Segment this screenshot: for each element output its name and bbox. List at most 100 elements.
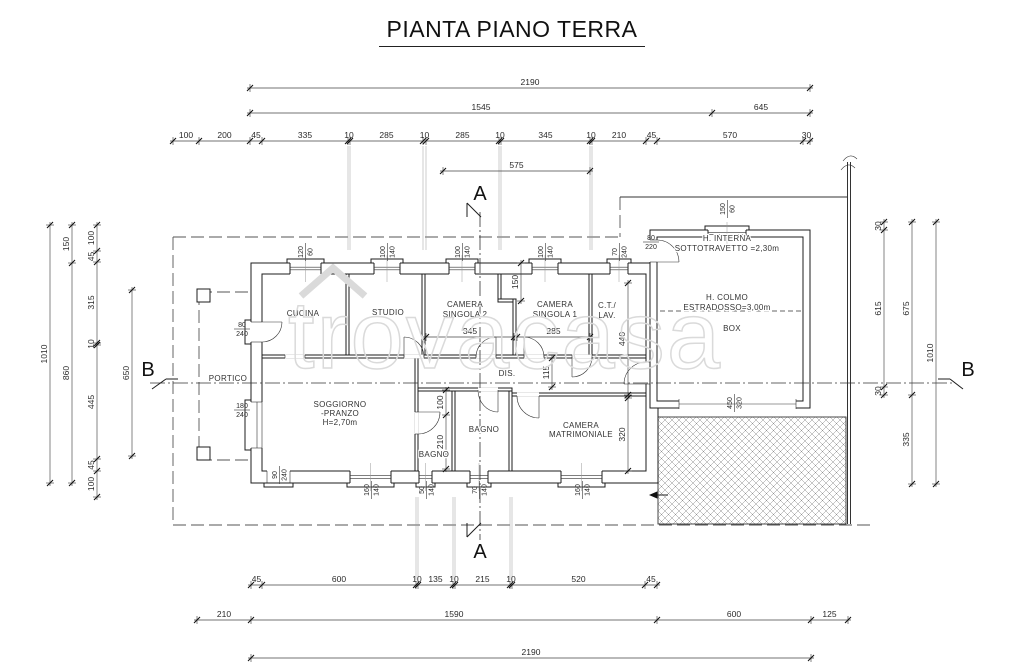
dim-label: 1010 bbox=[925, 343, 935, 362]
label: 240 bbox=[236, 412, 248, 419]
dim-chain-left-outer: 1010 bbox=[39, 221, 54, 487]
dim-label: 100 bbox=[86, 477, 96, 491]
dim-label: 135 bbox=[428, 574, 442, 584]
label: 140 bbox=[465, 246, 472, 258]
label: 240 bbox=[236, 331, 248, 338]
label: 70 bbox=[612, 248, 619, 256]
dim-label: 45 bbox=[86, 252, 96, 262]
dim-label: 2190 bbox=[521, 77, 540, 87]
room-label-studio: STUDIO bbox=[372, 308, 404, 317]
dim-label: 45 bbox=[646, 574, 656, 584]
dim-label: 345 bbox=[538, 130, 552, 140]
dim-label: 10 bbox=[449, 574, 459, 584]
room-label-box: BOX bbox=[723, 324, 741, 333]
dim-int-320: 320 bbox=[617, 394, 632, 475]
portico-outline bbox=[196, 288, 251, 461]
label: 140 bbox=[374, 484, 381, 496]
dim-label: 210 bbox=[217, 609, 231, 619]
room-label-camera-singola-2: SINGOLA 2 bbox=[443, 310, 488, 319]
room-label-ct-lav: LAV. bbox=[598, 311, 615, 320]
dim-label: 320 bbox=[617, 427, 627, 441]
dim-label: 45 bbox=[86, 460, 96, 470]
dim-label: 210 bbox=[435, 435, 445, 449]
house-walls bbox=[250, 262, 659, 484]
dim-label: 100 bbox=[179, 130, 193, 140]
label: 90 bbox=[272, 471, 279, 479]
room-label-camera-matrimoniale: CAMERA bbox=[563, 421, 599, 430]
dim-label: 650 bbox=[121, 366, 131, 380]
label: 180 bbox=[236, 403, 248, 410]
dim-label: 520 bbox=[571, 574, 585, 584]
room-label-camera-singola-1: CAMERA bbox=[537, 300, 573, 309]
bottom-openings bbox=[263, 470, 294, 488]
label: 240 bbox=[282, 469, 289, 481]
dim-chain-right-outer: 1010 bbox=[925, 218, 940, 488]
room-label-ct-lav: C.T./ bbox=[598, 301, 616, 310]
box-h-interna-label: H. INTERNA bbox=[703, 234, 752, 243]
dim-label: 335 bbox=[901, 432, 911, 446]
dim-label: 45 bbox=[252, 574, 262, 584]
dim-label: 45 bbox=[251, 130, 261, 140]
dim-label: 1010 bbox=[39, 344, 49, 363]
dim-chain-bottom-overall: 2190 bbox=[247, 647, 815, 662]
room-label-dis: DIS. bbox=[499, 369, 516, 378]
dim-label: 150 bbox=[61, 237, 71, 251]
label: 140 bbox=[390, 246, 397, 258]
dim-label: 100 bbox=[86, 231, 96, 245]
dim-label: 285 bbox=[546, 326, 560, 336]
label: 50 bbox=[419, 486, 426, 494]
dim-label: 10 bbox=[412, 574, 422, 584]
dim-label: 2190 bbox=[522, 647, 541, 657]
label: 140 bbox=[548, 246, 555, 258]
room-label-camera-matrimoniale: MATRIMONIALE bbox=[549, 430, 613, 439]
section-marker-a-bottom: A bbox=[473, 541, 487, 563]
label: 140 bbox=[585, 484, 592, 496]
label: 70 bbox=[472, 486, 479, 494]
dim-label: 210 bbox=[612, 130, 626, 140]
box-h-colmo-label: ESTRADOSSO=3,00m bbox=[683, 303, 770, 312]
room-label-soggiorno: SOGGIORNO bbox=[314, 400, 367, 409]
title-row: PIANTA PIANO TERRA bbox=[0, 16, 1024, 47]
dim-label: 315 bbox=[86, 295, 96, 309]
dim-label: 345 bbox=[463, 326, 477, 336]
section-marker-b-left: B bbox=[141, 359, 154, 381]
section-marker-b-right: B bbox=[961, 359, 974, 381]
label: 80 bbox=[647, 235, 655, 242]
label: 150 bbox=[720, 203, 727, 215]
label: 140 bbox=[482, 484, 489, 496]
dim-label: 1545 bbox=[472, 102, 491, 112]
room-label-camera-singola-2: CAMERA bbox=[447, 300, 483, 309]
dim-label: 440 bbox=[617, 332, 627, 346]
label: 240 bbox=[622, 246, 629, 258]
site-boundary bbox=[172, 155, 872, 526]
left-wall-doors bbox=[244, 319, 283, 451]
dim-label: 10 bbox=[586, 130, 596, 140]
dim-label: 10 bbox=[420, 130, 430, 140]
room-label-soggiorno: -PRANZO bbox=[321, 409, 359, 418]
dim-label: 30 bbox=[873, 386, 883, 396]
room-label-cucina: CUCINA bbox=[287, 309, 320, 318]
dim-chain-left-mid: 150 860 bbox=[61, 221, 76, 487]
dim-int-cs1: 285 bbox=[513, 326, 594, 341]
dim-int-150: 150 bbox=[510, 259, 525, 305]
dim-label: 200 bbox=[217, 130, 231, 140]
dim-label: 125 bbox=[822, 609, 836, 619]
dim-label: 860 bbox=[61, 366, 71, 380]
dim-chain-portico-650: 650 bbox=[121, 286, 136, 460]
label: 80 bbox=[238, 322, 246, 329]
